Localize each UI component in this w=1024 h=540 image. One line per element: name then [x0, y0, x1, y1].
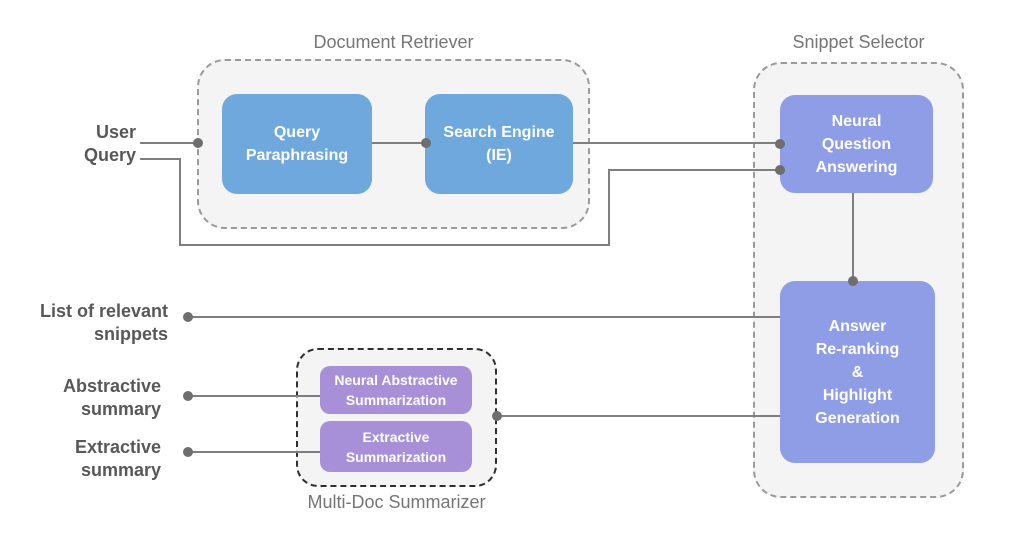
connector-snippets-to-answer-reranking [188, 316, 780, 318]
connector-query-bypass-seg4 [608, 169, 610, 246]
group-title-snippet-selector: Snippet Selector [792, 32, 925, 52]
io-label-extractive-summary: Extractive summary [74, 437, 161, 480]
junction-dot-search-engine-input [421, 138, 431, 148]
junction-dot-extractive-label [183, 447, 193, 457]
group-title-multi-doc-summarizer: Multi-Doc Summarizer [307, 492, 486, 512]
node-neural-question-answering-label: Neural Question Answering [815, 112, 898, 176]
connector-query-bypass-seg5 [608, 169, 780, 171]
connector-query-bypass-seg3 [179, 244, 610, 246]
node-answer-reranking-highlight-generation: Answer Re-ranking & Highlight Generation [780, 281, 935, 463]
connector-neural-qa-to-answer-reranking [852, 193, 854, 281]
node-neural-question-answering: Neural Question Answering [780, 95, 933, 193]
node-search-engine: Search Engine (IE) [425, 94, 573, 194]
node-neural-abstractive-summarization: Neural Abstractive Summarization [320, 366, 472, 414]
node-neural-abstractive-summarization-label: Neural Abstractive Summarization [334, 372, 458, 408]
node-extractive-summarization: Extractive Summarization [320, 421, 472, 472]
io-label-list-of-relevant-snippets: List of relevant snippets [39, 301, 168, 344]
connector-extractive-summary-line [188, 451, 320, 453]
connector-query-bypass-seg2 [179, 158, 181, 246]
group-title-document-retriever: Document Retriever [313, 32, 474, 52]
connector-query-bypass-seg1 [140, 158, 181, 160]
junction-dot-retriever-input [193, 138, 203, 148]
io-label-user-query: User Query [83, 122, 136, 165]
junction-dot-neural-qa-input-2 [775, 165, 785, 175]
node-answer-reranking-label: Answer Re-ranking & Highlight Generation [815, 317, 900, 427]
connector-user-to-retriever [140, 142, 198, 144]
connector-summarizer-to-answer-reranking [497, 415, 780, 417]
connector-search-engine-to-neural-qa [573, 142, 780, 144]
junction-dot-neural-qa-input-1 [775, 139, 785, 149]
connector-paraphrasing-to-search-engine [372, 142, 425, 144]
node-query-paraphrasing-label: Query Paraphrasing [245, 124, 349, 164]
junction-dot-abstractive-label [183, 391, 193, 401]
junction-dot-answer-reranking-top [848, 276, 858, 286]
junction-dot-summarizer-output [492, 411, 502, 421]
junction-dot-snippets-label [183, 312, 193, 322]
node-search-engine-label: Search Engine (IE) [443, 124, 555, 164]
io-label-abstractive-summary: Abstractive summary [62, 376, 161, 419]
node-extractive-summarization-label: Extractive Summarization [345, 428, 447, 465]
connector-abstractive-summary-line [188, 395, 320, 397]
node-query-paraphrasing: Query Paraphrasing [222, 94, 372, 194]
